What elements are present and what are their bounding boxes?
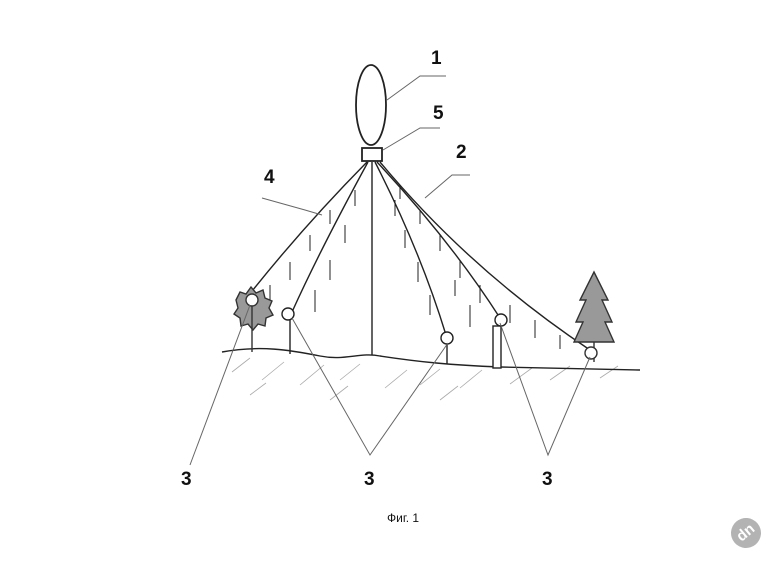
ground-line	[221, 347, 641, 371]
label-anchor-mid: 3	[364, 469, 375, 490]
ground-hatching	[231, 357, 619, 401]
balloon	[355, 64, 387, 146]
bush	[233, 285, 274, 352]
leader-lines	[189, 75, 591, 466]
figure-caption: Фиг. 1	[387, 511, 420, 525]
tree	[572, 270, 616, 362]
label-anchor-left: 3	[181, 469, 192, 490]
anchors	[281, 307, 508, 369]
label-balloon: 1	[431, 48, 442, 69]
cables	[244, 161, 591, 355]
label-cable: 2	[456, 142, 467, 163]
label-mount: 5	[433, 103, 444, 124]
mount-ring	[361, 147, 383, 162]
net-drops	[269, 185, 561, 349]
label-net: 4	[264, 167, 275, 188]
label-anchor-right: 3	[542, 469, 553, 490]
